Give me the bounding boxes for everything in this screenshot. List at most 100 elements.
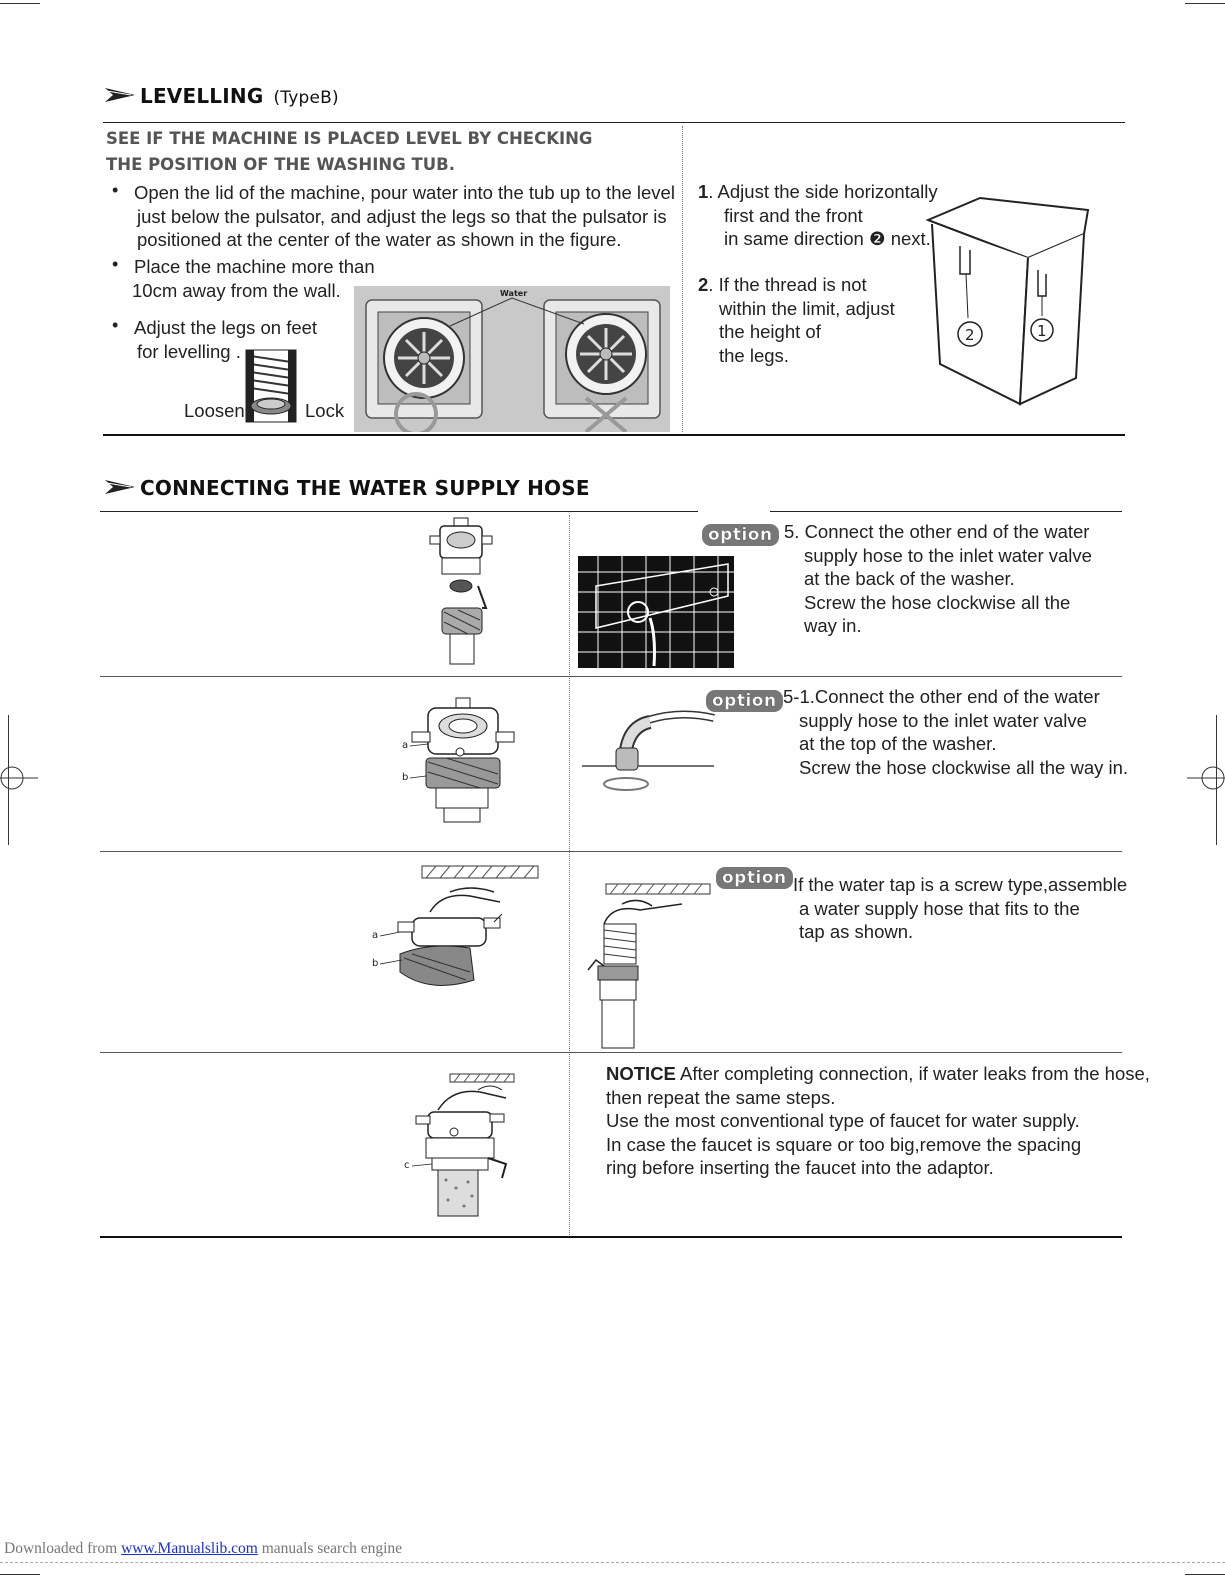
washer-cabinet-illustration: 2 1 — [925, 196, 1090, 406]
row3-line2: a water supply hose that fits to the — [799, 897, 1080, 919]
step2-line1: . If the thread is not — [708, 274, 867, 295]
hose-bottom-rule — [100, 1236, 1122, 1238]
footer-dashed-rule — [0, 1562, 1225, 1563]
hose-column-divider — [569, 515, 570, 1235]
step1-line3: in same direction ❷ next. — [724, 228, 931, 249]
crop-mark-left-v — [8, 715, 9, 845]
row2-line2: supply hose to the inlet water valve — [799, 709, 1087, 731]
label-a-row3: a — [372, 930, 378, 941]
levelling-title: LEVELLING (TypeB) — [104, 84, 339, 108]
row3-line1: If the water tap is a screw type,assembl… — [793, 874, 1128, 895]
levelling-step-1: 1. Adjust the side horizontally first an… — [698, 180, 938, 251]
adaptor-assembly-illustration — [429, 517, 493, 665]
bullet-dot-2: • — [112, 254, 119, 274]
notice-line1: After completing connection, if water le… — [675, 1063, 1150, 1084]
step1-number: 1 — [698, 181, 709, 202]
section-arrow-icon — [105, 88, 135, 102]
crop-mark-tl — [0, 3, 40, 4]
bullet1-line1: Open the lid of the machine, pour water … — [134, 182, 675, 203]
row1-line2: supply hose to the inlet water valve — [804, 544, 1092, 566]
option-badge-row1: option — [702, 524, 779, 546]
label-b-row3: b — [372, 958, 378, 969]
row2-line1: 5-1.Connect the other end of the water — [783, 686, 1100, 707]
notice-line4: In case the faucet is square or too big,… — [606, 1133, 1082, 1155]
hose-connected-illustration: c — [404, 1073, 515, 1217]
footer: Downloaded from www.Manualslib.com manua… — [4, 1540, 402, 1558]
row1-line5: way in. — [804, 615, 862, 636]
bullet-dot-3: • — [112, 315, 119, 335]
water-label: Water — [500, 289, 527, 298]
leg-label-2: 2 — [965, 326, 975, 344]
notice-block: NOTICE After completing connection, if w… — [606, 1062, 1150, 1180]
step1-line1: . Adjust the side horizontally — [708, 181, 938, 202]
hose-section-title-text: CONNECTING THE WATER SUPPLY HOSE — [140, 476, 590, 500]
faucet-attach-illustration: a b — [372, 865, 539, 986]
hose-section-title: CONNECTING THE WATER SUPPLY HOSE — [104, 476, 590, 500]
levelling-title-text: LEVELLING — [140, 84, 264, 108]
row1-line3: at the back of the washer. — [804, 568, 1015, 589]
levelling-bullet-2: Place the machine more than 10cm away fr… — [132, 255, 375, 302]
step2-number: 2 — [698, 274, 709, 295]
back-inlet-valve-illustration — [578, 556, 734, 668]
leg-label-1: 1 — [1037, 322, 1047, 340]
step2-line4: the legs. — [719, 344, 789, 366]
levelling-heading-line2: THE POSITION OF THE WASHING TUB. — [106, 155, 455, 174]
row2-line3: at the top of the washer. — [799, 733, 997, 754]
row-divider-1 — [100, 676, 1122, 677]
bullet3-line1: Adjust the legs on feet — [134, 317, 318, 338]
bullet1-line2: just below the pulsator, and adjust the … — [137, 205, 667, 227]
levelling-subtitle: (TypeB) — [273, 88, 339, 108]
tub-level-figure: Water — [354, 286, 670, 432]
label-b-row2: b — [402, 772, 408, 783]
notice-line3: Use the most conventional type of faucet… — [606, 1110, 1080, 1131]
step1-line2: first and the front — [724, 204, 863, 226]
levelling-step-2: 2. If the thread is not within the limit… — [698, 273, 895, 367]
screw-tap-illustration — [587, 883, 711, 1049]
levelling-column-divider — [682, 126, 683, 432]
row-divider-3 — [100, 1052, 1122, 1053]
registration-mark-left — [0, 766, 38, 790]
levelling-bullet-3: Adjust the legs on feet for levelling . — [134, 316, 317, 363]
notice-line5: ring before inserting the faucet into th… — [606, 1157, 994, 1178]
adaptor-screws-illustration: a b — [402, 697, 515, 823]
hose-top-rule-right — [770, 511, 1122, 512]
loosen-label: Loosen — [184, 400, 245, 421]
bullet1-line3: positioned at the center of the water as… — [137, 229, 622, 250]
crop-mark-right-v — [1216, 715, 1217, 845]
levelling-bottom-rule — [103, 434, 1125, 436]
bullet2-line1: Place the machine more than — [134, 256, 375, 277]
row1-instructions: 5. Connect the other end of the water su… — [784, 520, 1092, 638]
registration-mark-right — [1187, 766, 1225, 790]
bullet2-line2: 10cm away from the wall. — [132, 279, 341, 301]
levelling-heading-line1: SEE IF THE MACHINE IS PLACED LEVEL BY CH… — [106, 129, 593, 148]
label-a-row2: a — [402, 740, 408, 751]
footer-suffix: manuals search engine — [257, 1540, 403, 1557]
label-c-row4: c — [404, 1160, 410, 1171]
section-arrow-icon — [105, 480, 135, 494]
hose-top-rule-left — [100, 511, 698, 512]
crop-mark-br — [1185, 1574, 1225, 1575]
leg-screw-illustration — [245, 349, 297, 423]
row3-instructions: If the water tap is a screw type,assembl… — [793, 873, 1127, 944]
crop-mark-tr — [1185, 3, 1225, 4]
option-badge-row2: option — [706, 690, 783, 712]
row1-line4: Screw the hose clockwise all the — [804, 591, 1071, 613]
top-inlet-valve-illustration — [582, 710, 715, 791]
crop-mark-bl — [0, 1574, 40, 1575]
row2-instructions: 5-1.Connect the other end of the water s… — [783, 685, 1128, 779]
levelling-heading: SEE IF THE MACHINE IS PLACED LEVEL BY CH… — [106, 126, 592, 178]
bullet3-line2: for levelling . — [137, 340, 241, 362]
step2-line2: within the limit, adjust — [719, 297, 895, 319]
footer-prefix: Downloaded from — [4, 1540, 122, 1557]
row1-line1: 5. Connect the other end of the water — [784, 521, 1090, 542]
footer-link[interactable]: www.Manualslib.com — [121, 1540, 258, 1557]
notice-line2: then repeat the same steps. — [606, 1086, 836, 1108]
notice-label: NOTICE — [606, 1063, 676, 1084]
levelling-top-rule — [103, 122, 1125, 123]
levelling-bullet-1: Open the lid of the machine, pour water … — [134, 181, 675, 252]
bullet-dot-1: • — [112, 180, 119, 200]
option-badge-row3: option — [716, 867, 793, 889]
lock-label: Lock — [305, 400, 345, 421]
row2-line4: Screw the hose clockwise all the way in. — [799, 756, 1129, 778]
row-divider-2 — [100, 851, 1122, 852]
